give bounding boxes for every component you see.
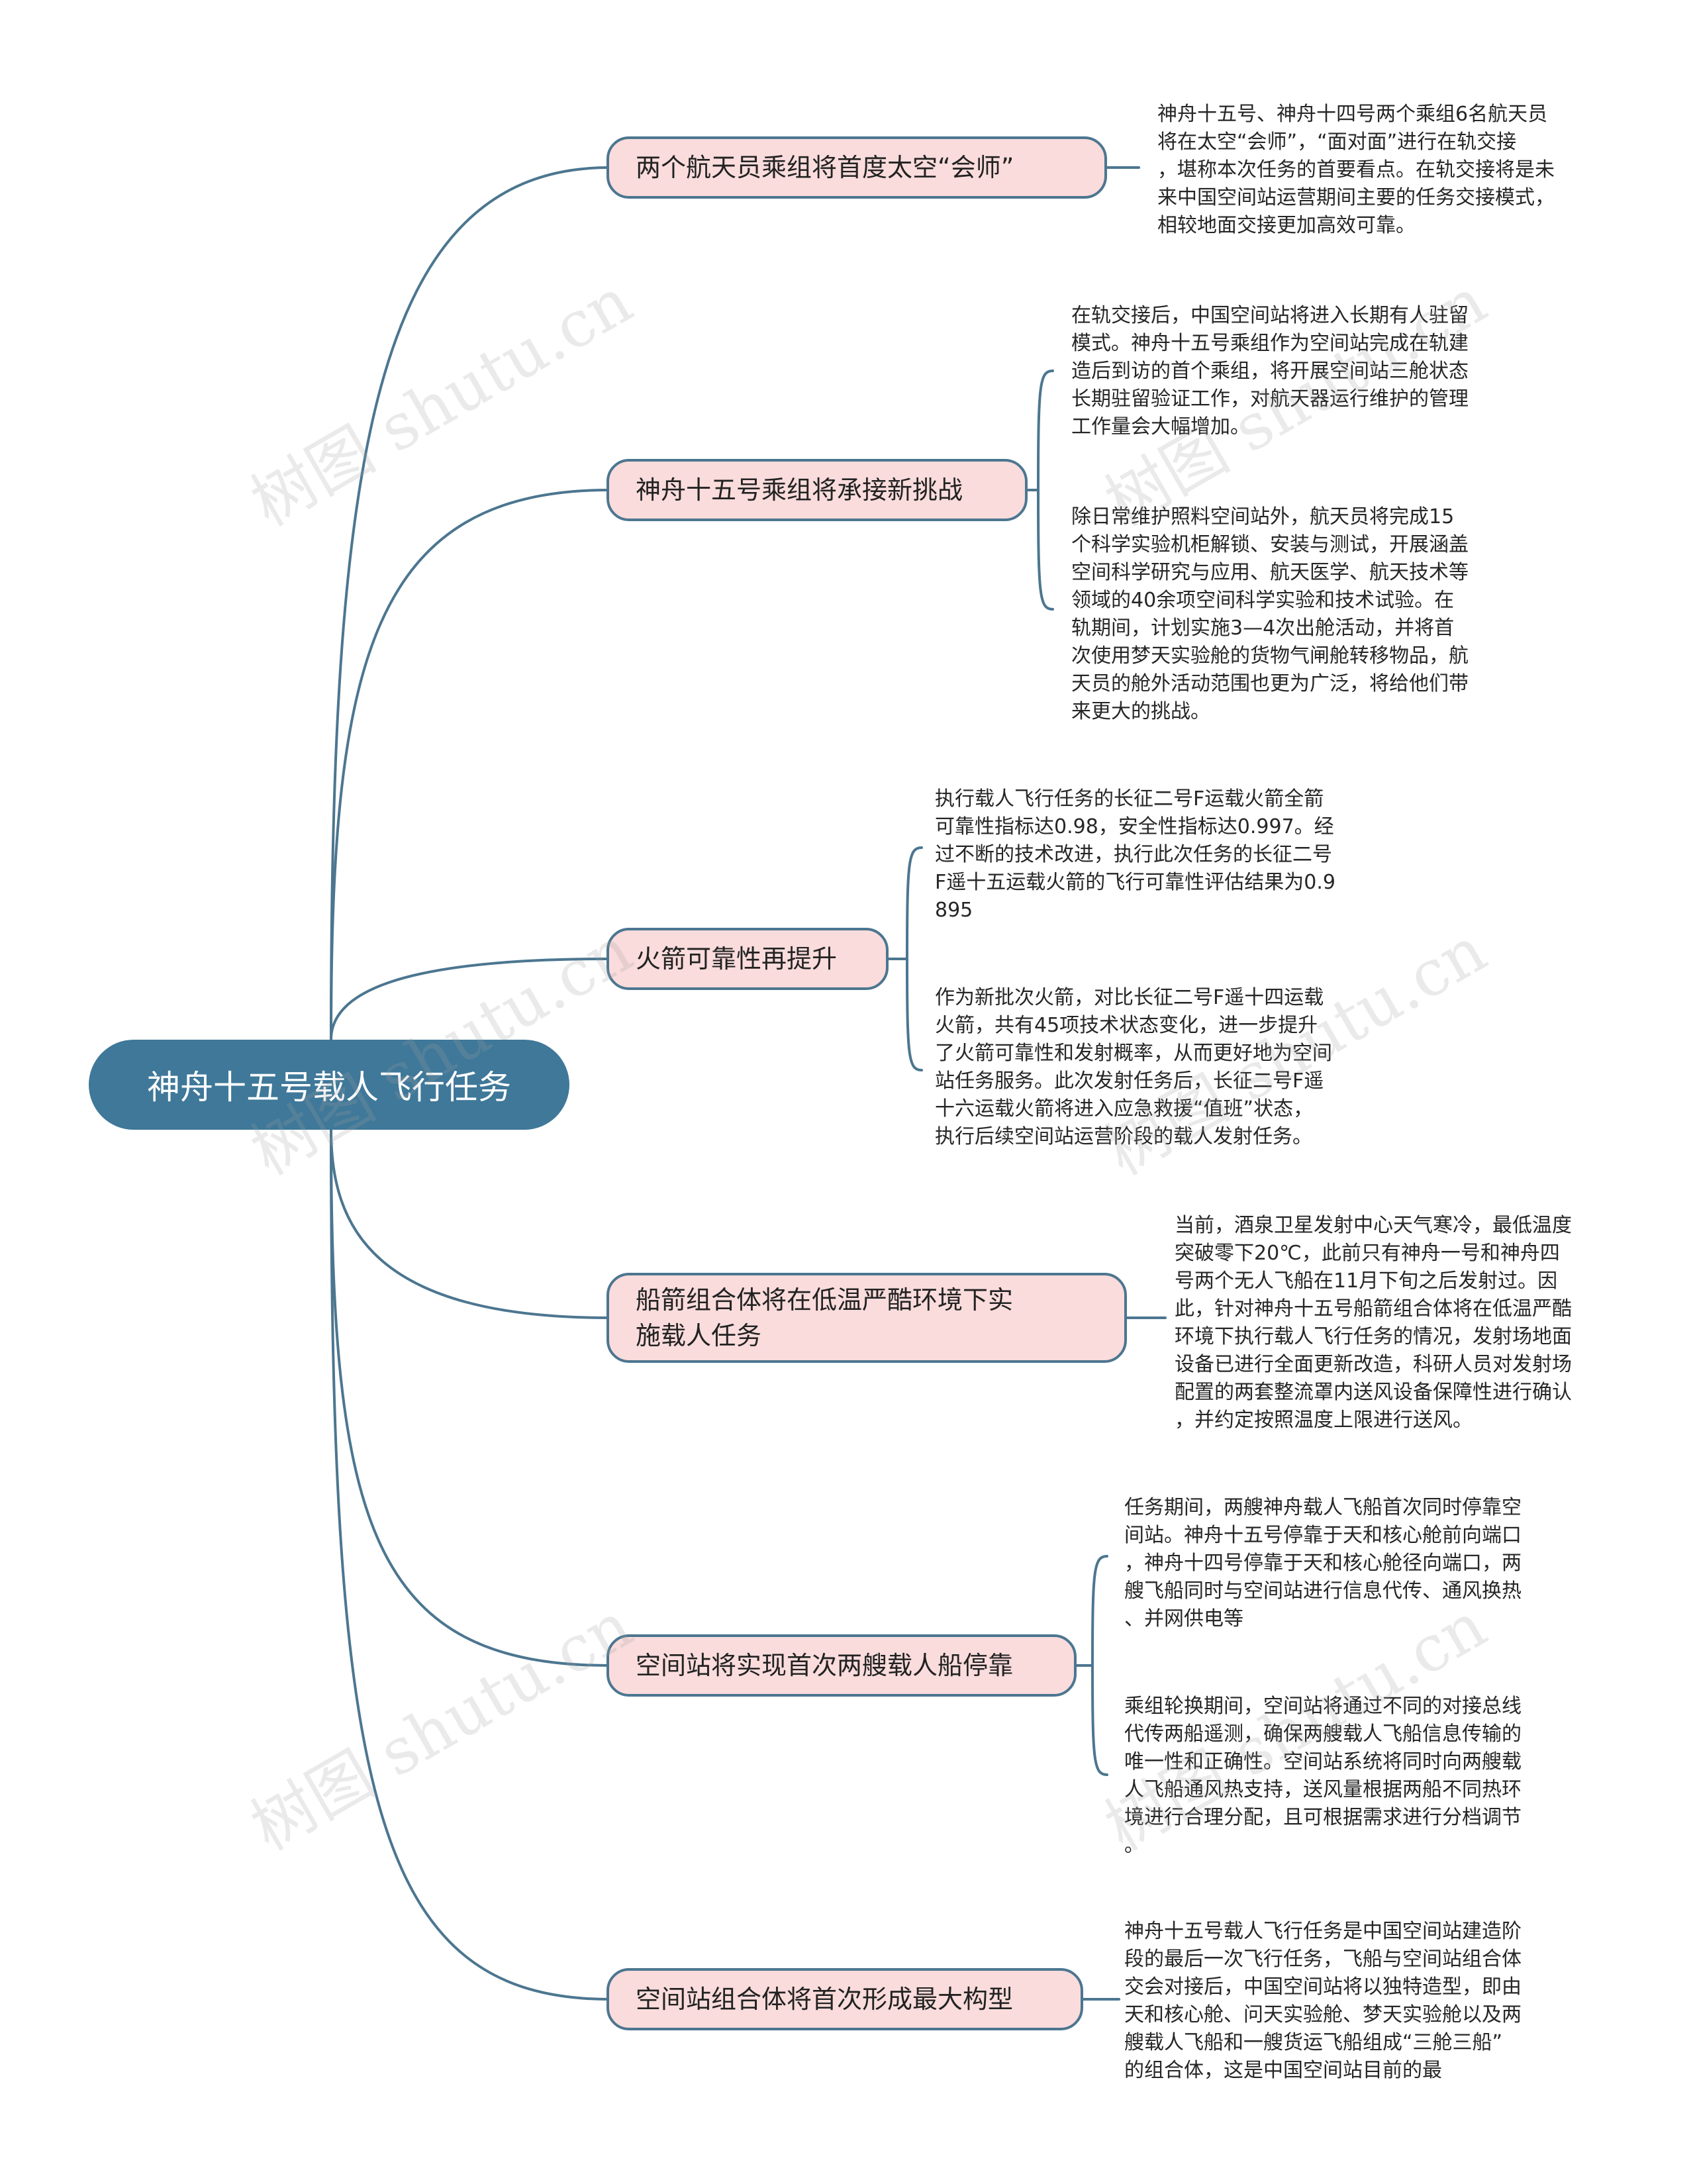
branch-low-temperature[interactable]: 船箭组合体将在低温严酷环境下实 施载人任务 — [606, 1273, 1127, 1363]
detail-text: 在轨交接后，中国空间站将进入长期有人驻留 模式。神舟十五号乘组作为空间站完成在轨… — [1071, 304, 1469, 438]
branch-label: 船箭组合体将在低温严酷环境下实 施载人任务 — [636, 1285, 1014, 1350]
branch-astronaut-rendezvous[interactable]: 两个航天员乘组将首度太空“会师” — [606, 136, 1107, 199]
detail-text: 除日常维护照料空间站外，航天员将完成15 个科学实验机柜解锁、安装与测试，开展涵… — [1071, 505, 1469, 723]
detail-text: 乘组轮换期间，空间站将通过不同的对接总线 代传两船遥测，确保两艘载人飞船信息传输… — [1124, 1695, 1522, 1857]
connector-branch-5-details — [1073, 1555, 1108, 1776]
detail-text: 当前，酒泉卫星发射中心天气寒冷，最低温度 突破零下20℃，此前只有神舟一号和神舟… — [1175, 1214, 1572, 1432]
connector-root-branch-6 — [330, 1128, 610, 2001]
branch-label: 两个航天员乘组将首度太空“会师” — [636, 153, 1014, 182]
detail-text: 执行载人飞行任务的长征二号F运载火箭全箭 可靠性指标达0.98，安全性指标达0.… — [935, 787, 1335, 922]
branch-two-ships-docking[interactable]: 空间站将实现首次两艘载人船停靠 — [606, 1634, 1077, 1697]
branch-new-challenges[interactable]: 神舟十五号乘组将承接新挑战 — [606, 459, 1028, 521]
connector-root-branch-1 — [330, 166, 610, 1041]
detail-text: 神舟十五号、神舟十四号两个乘组6名航天员 将在太空“会师”，“面对面”进行在轨交… — [1157, 103, 1555, 237]
detail-text: 神舟十五号载人飞行任务是中国空间站建造阶 段的最后一次飞行任务，飞船与空间站组合… — [1124, 1920, 1522, 2082]
connector-root-branch-4 — [330, 1128, 610, 1319]
connector-branch-3-details — [885, 846, 923, 1071]
root-topic[interactable]: 神舟十五号载人飞行任务 — [89, 1040, 569, 1130]
branch-label: 空间站组合体将首次形成最大构型 — [636, 1985, 1014, 2014]
connector-branch-2-details — [1024, 370, 1054, 611]
connector-root-branch-5 — [330, 1128, 610, 1667]
detail-text: 任务期间，两艘神舟载人飞船首次同时停靠空 间站。神舟十五号停靠于天和核心舱前向端… — [1124, 1496, 1522, 1630]
root-topic-label: 神舟十五号载人飞行任务 — [147, 1068, 511, 1107]
detail-text: 作为新批次火箭，对比长征二号F遥十四运载 火箭，共有45项技术状态变化，进一步提… — [935, 986, 1332, 1148]
branch-label: 神舟十五号乘组将承接新挑战 — [636, 475, 963, 505]
branch-max-configuration[interactable]: 空间站组合体将首次形成最大构型 — [606, 1968, 1083, 2030]
branch-label: 空间站将实现首次两艘载人船停靠 — [636, 1651, 1014, 1680]
connector-root-branch-3 — [330, 958, 610, 1041]
connector-root-branch-2 — [330, 489, 610, 1041]
branch-rocket-reliability[interactable]: 火箭可靠性再提升 — [606, 928, 889, 990]
branch-label: 火箭可靠性再提升 — [636, 944, 838, 973]
